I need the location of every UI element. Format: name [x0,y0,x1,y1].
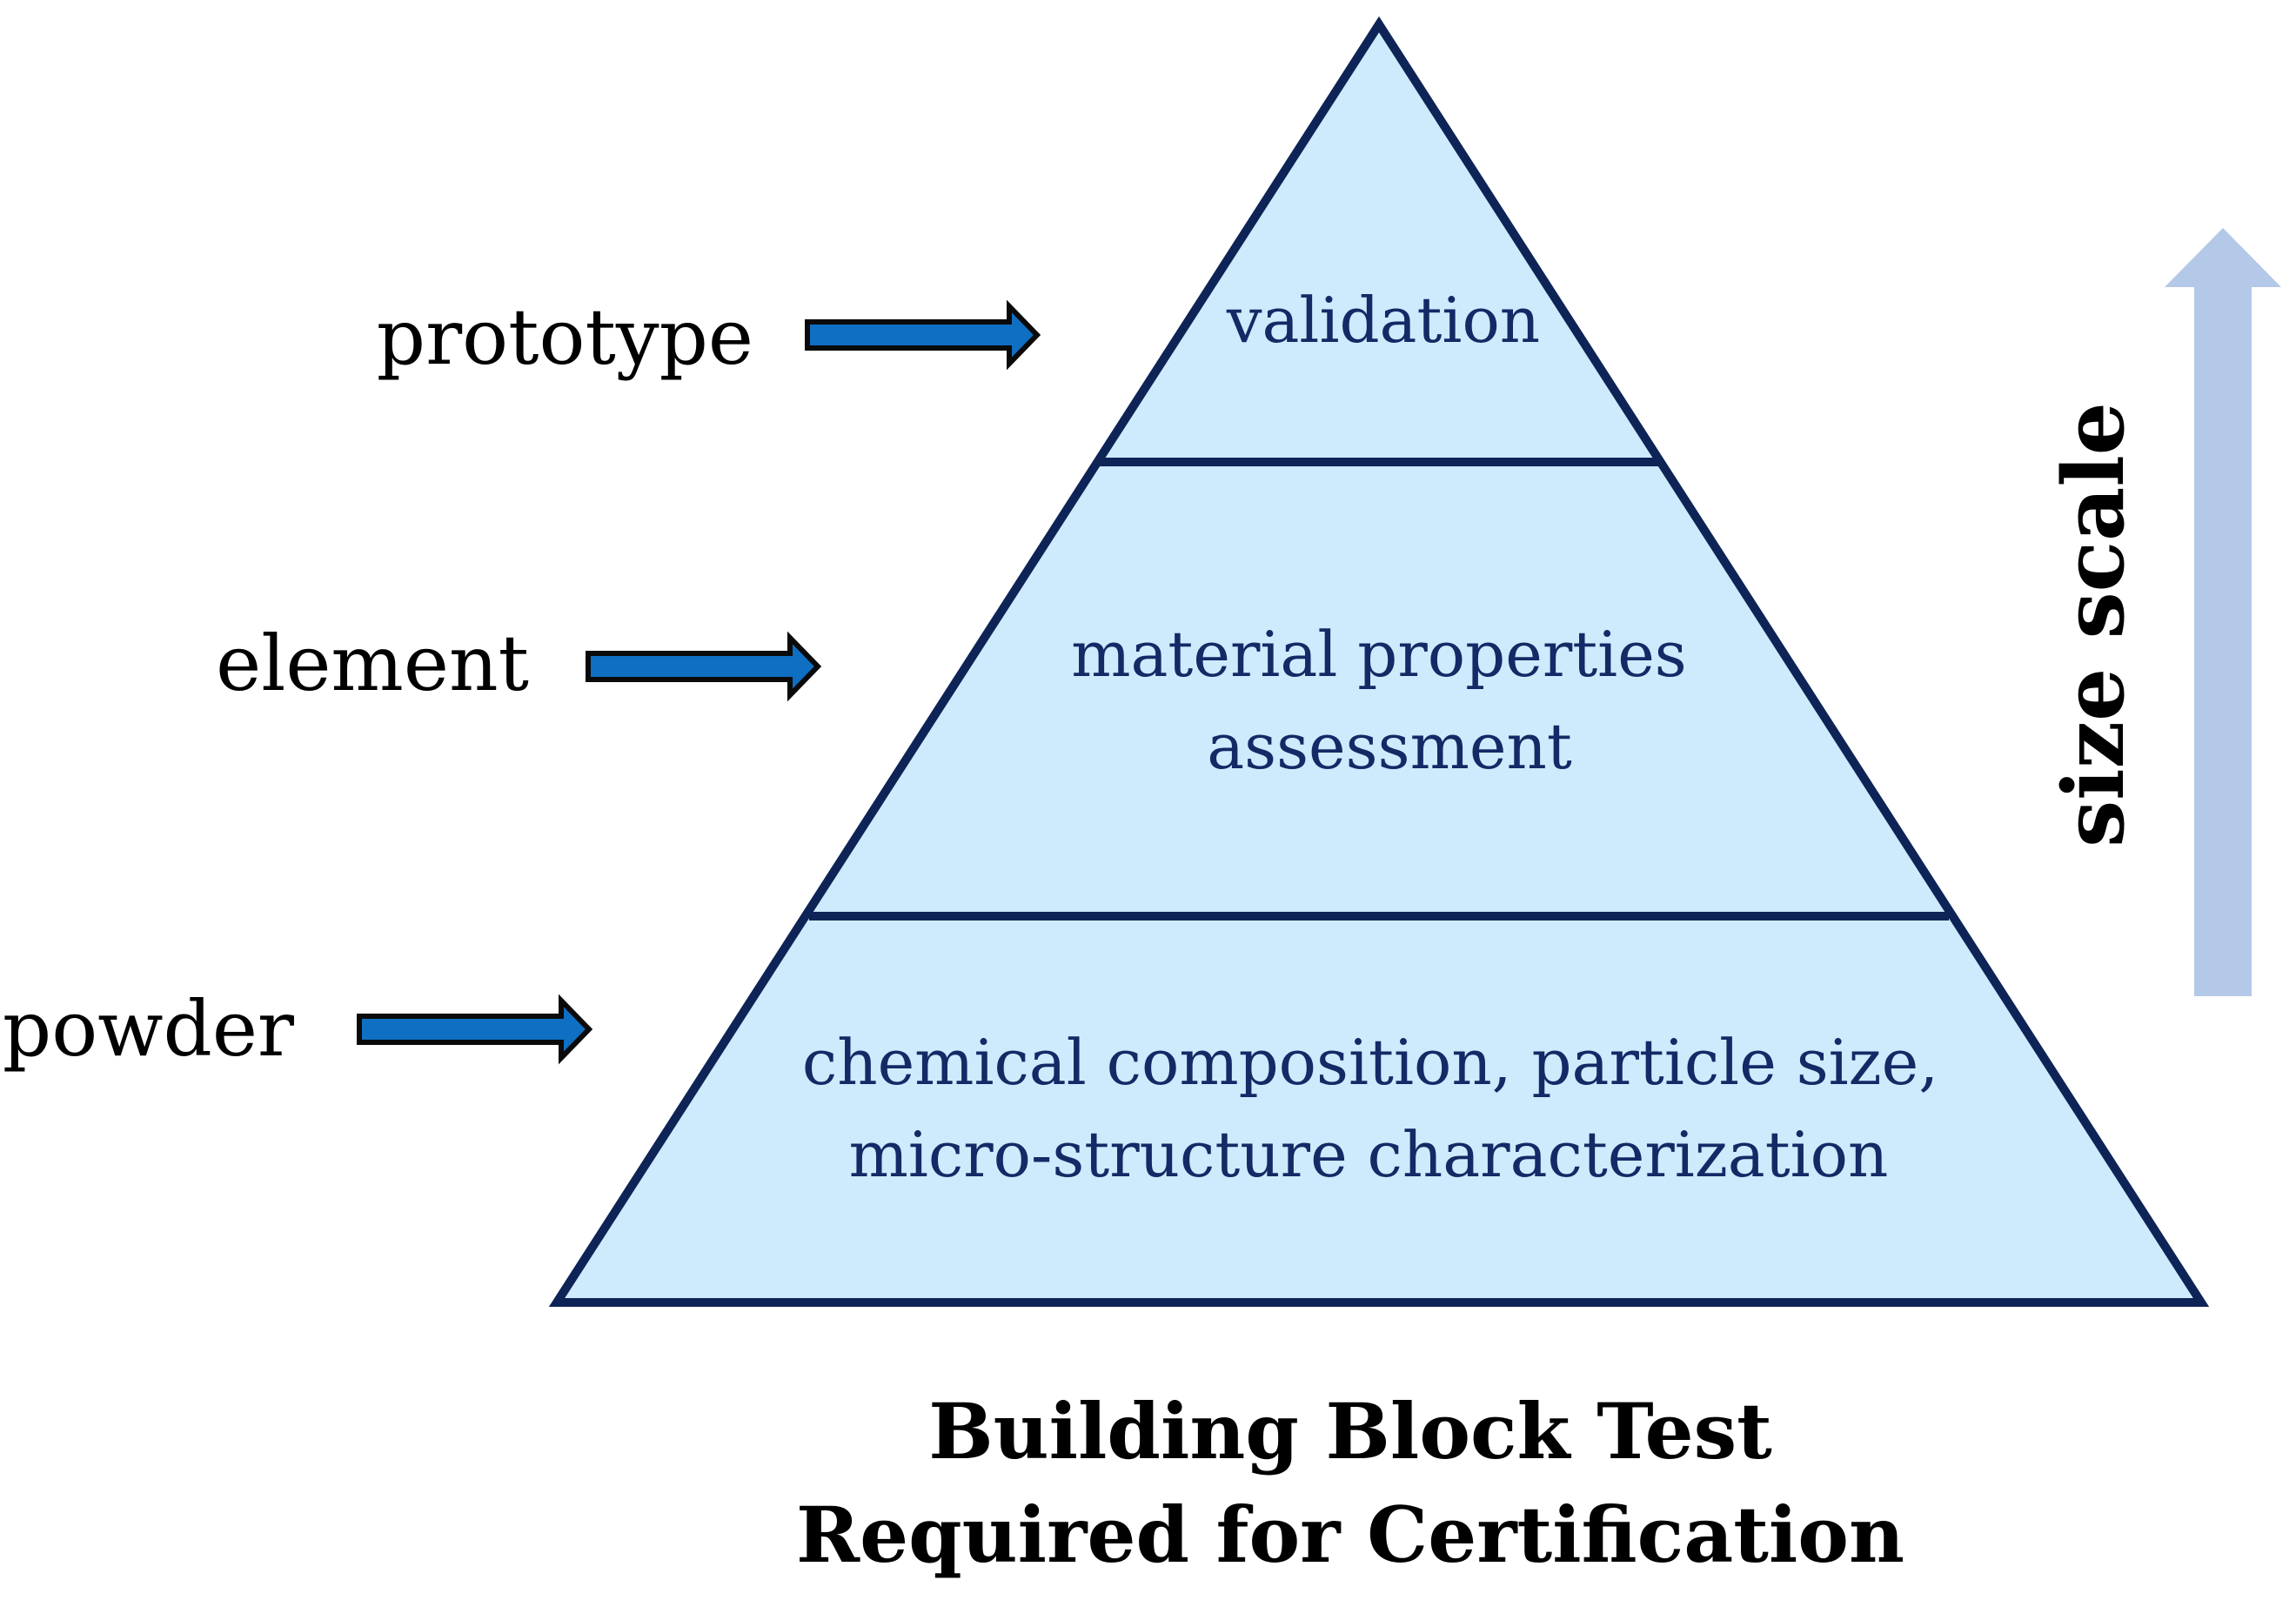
level-label-prototype: prototype [377,292,753,382]
size-scale-arrow [2165,228,2281,996]
caption-line-1: Building Block Test [928,1386,1772,1476]
level-label-powder: powder [3,984,295,1074]
arrow-right-powder [357,994,593,1065]
size-scale-label: size scale [2045,402,2143,847]
tier-top-line-1: validation [1226,284,1540,357]
pyramid [548,16,2210,1307]
tier-bottom-line-2: micro-structure characterization [849,1118,1889,1191]
caption-line-2: Required for Certification [796,1490,1904,1580]
level-label-element: element [216,619,529,708]
arrow-right-element [586,631,822,702]
tier-bottom-line-1: chemical composition, particle size, [802,1026,1938,1099]
tier-middle-line-1: material properties [1071,618,1687,691]
tier-middle-line-2: assessment [1207,710,1572,783]
arrow-right-prototype [805,299,1041,371]
